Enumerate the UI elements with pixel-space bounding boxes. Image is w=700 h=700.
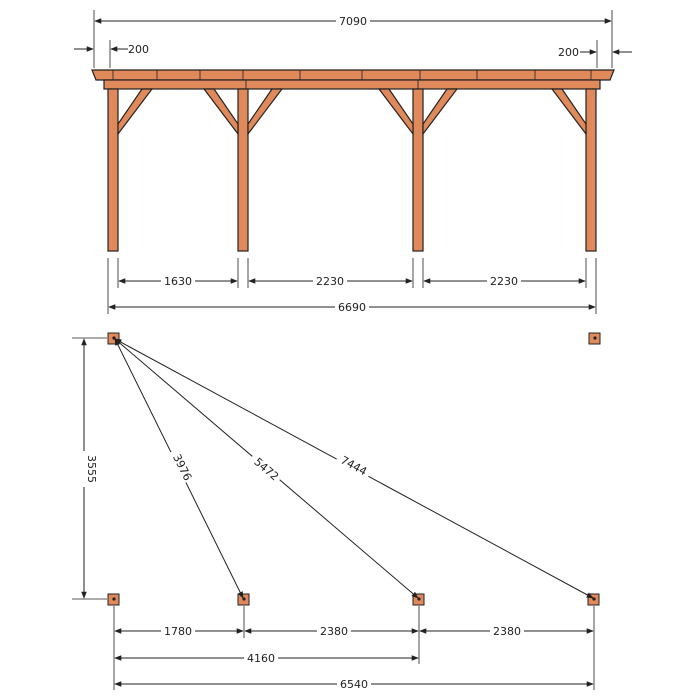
label-distance-4160: 4160 <box>247 652 275 665</box>
dimension-posts-width: 6690 <box>107 258 597 314</box>
label-span-1: 1630 <box>164 275 192 288</box>
label-overhang-right: 200 <box>558 46 579 59</box>
label-span-2: 2230 <box>316 275 344 288</box>
label-span-3: 2230 <box>490 275 518 288</box>
diagonals: 3976 5472 7444 <box>114 338 594 599</box>
dimension-spans: 1630 2230 2230 <box>117 258 587 288</box>
plan-view: 3555 3976 5472 7444 1780 <box>72 332 601 691</box>
rafter-ends <box>112 70 592 89</box>
post-footprints <box>107 332 601 606</box>
label-spacing-3: 2380 <box>493 625 521 638</box>
label-spacing-1: 1780 <box>164 625 192 638</box>
label-posts-width: 6690 <box>338 301 366 314</box>
dimension-depth: 3555 <box>72 337 107 600</box>
dimension-6540: 6540 <box>114 677 594 691</box>
braces <box>117 88 587 136</box>
top-beam <box>91 69 615 81</box>
label-overall-width: 7090 <box>339 15 367 28</box>
label-spacing-2: 2380 <box>320 625 348 638</box>
label-overhang-left: 200 <box>128 43 149 56</box>
elevation-view: 7090 200 200 <box>74 10 632 314</box>
label-distance-6540: 6540 <box>340 678 368 691</box>
dimension-overall-width: 7090 <box>93 10 613 68</box>
plan-extension-lines <box>113 606 595 690</box>
dimension-overhang-right: 200 <box>558 40 632 68</box>
dimension-spacings: 1780 2380 2380 <box>114 624 594 638</box>
dimension-overhang-left: 200 <box>74 40 149 68</box>
post-3 <box>412 88 424 252</box>
post-1 <box>107 88 119 252</box>
lower-beam <box>103 79 601 90</box>
label-depth: 3555 <box>85 455 98 483</box>
post-2 <box>237 88 249 252</box>
post-4 <box>585 88 597 252</box>
dimension-4160: 4160 <box>114 651 419 665</box>
